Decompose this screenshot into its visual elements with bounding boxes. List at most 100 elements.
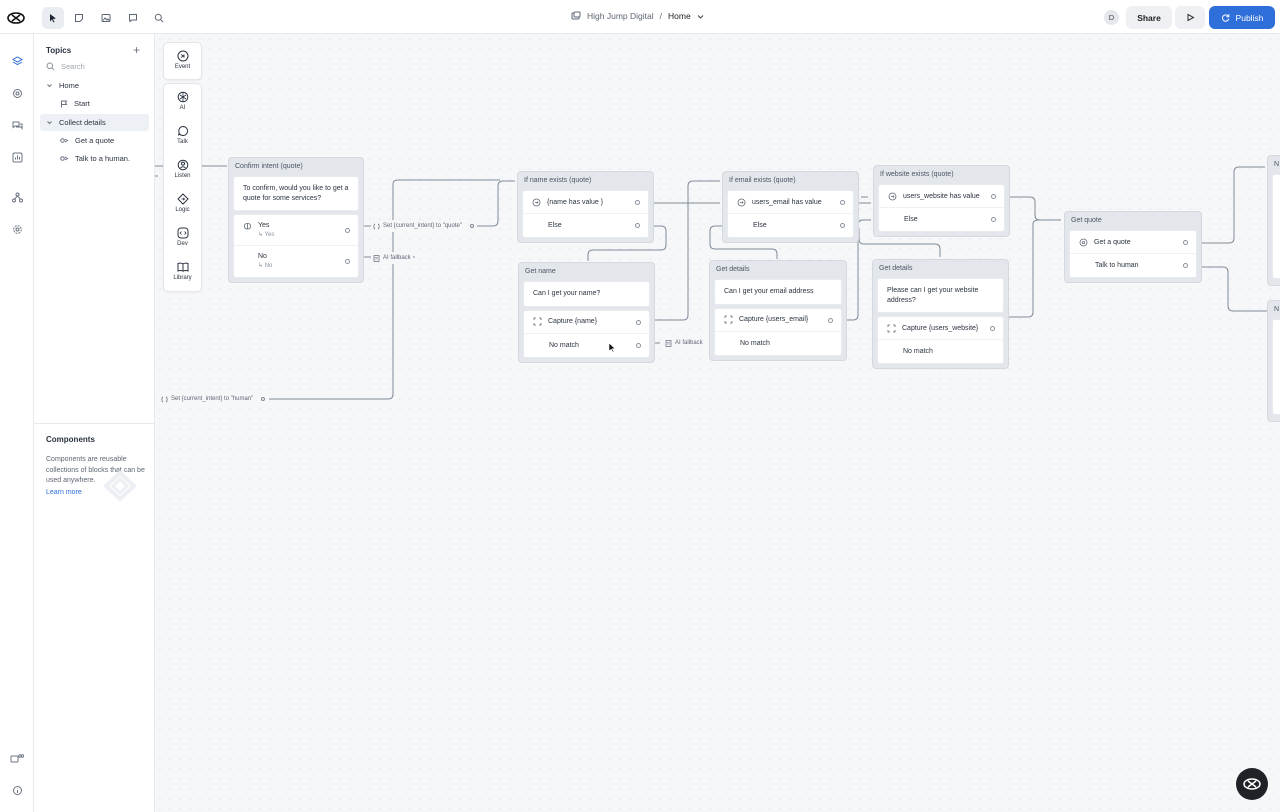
conversations-icon[interactable] xyxy=(9,117,25,133)
topic-search[interactable]: Search xyxy=(46,62,85,71)
output-port[interactable] xyxy=(261,397,266,401)
topics-sidebar: Topics + Search Home Start Collect detai… xyxy=(34,34,155,812)
event-icon xyxy=(177,50,188,62)
capture-row[interactable]: Capture {name} xyxy=(524,311,649,334)
node-get-quote[interactable]: Get quote Get a quote Talk to human xyxy=(1064,211,1202,283)
else-row[interactable]: Else xyxy=(879,208,1004,231)
no-match-row[interactable]: No match xyxy=(524,334,649,357)
node-get-email[interactable]: Get details Can I get your email address… xyxy=(709,260,847,361)
sidebar-item-get-a-quote[interactable]: Get a quote xyxy=(60,132,149,149)
output-port[interactable] xyxy=(828,317,833,323)
output-port[interactable] xyxy=(990,326,995,331)
variable-icon xyxy=(373,223,380,229)
node-confirm-intent[interactable]: Confirm intent (quote) To confirm, would… xyxy=(228,157,364,283)
talk-message[interactable]: Can I get your name? xyxy=(533,290,601,297)
node-get-name[interactable]: Get name Can I get your name? Capture {n… xyxy=(518,262,655,363)
output-port[interactable] xyxy=(636,342,641,348)
output-port[interactable] xyxy=(991,217,996,222)
capture-row[interactable]: Capture {users_website} xyxy=(878,317,1003,340)
offscreen-node-right-1[interactable]: N xyxy=(1267,155,1280,286)
else-row[interactable]: Else xyxy=(728,214,853,237)
output-port[interactable] xyxy=(635,200,640,205)
topics-title: Topics xyxy=(46,46,72,55)
condition-row[interactable]: users_email has value xyxy=(728,191,853,214)
intent-icon xyxy=(60,138,69,143)
output-port[interactable] xyxy=(840,200,845,205)
output-port[interactable] xyxy=(991,194,996,199)
output-port[interactable] xyxy=(469,224,474,228)
offscreen-node-right-2[interactable]: N xyxy=(1267,300,1280,422)
info-icon[interactable] xyxy=(9,782,25,798)
palette-event[interactable]: Event xyxy=(164,43,201,77)
add-topic-button[interactable]: + xyxy=(133,43,141,57)
condition-row[interactable]: {name has value } xyxy=(523,191,648,214)
integrations-icon[interactable] xyxy=(9,189,25,205)
sidebar-item-collect-details[interactable]: Collect details xyxy=(40,114,149,131)
node-if-email-exists[interactable]: If email exists (quote) users_email has … xyxy=(722,171,859,243)
node-if-website-exists[interactable]: If website exists (quote) users_website … xyxy=(873,165,1010,237)
settings-nav-icon[interactable] xyxy=(9,85,25,101)
condition-row[interactable]: users_website has value xyxy=(879,185,1004,208)
output-port[interactable] xyxy=(1183,263,1188,268)
run-button[interactable] xyxy=(1175,6,1205,29)
set-variable-human-label[interactable]: Set {current_intent} to "human" xyxy=(159,393,268,405)
output-port[interactable] xyxy=(635,223,640,228)
palette-ai[interactable]: AI xyxy=(164,84,201,118)
comment-tool-button[interactable] xyxy=(122,7,144,29)
condition-label: users_email has value xyxy=(752,198,822,206)
capture-label: Capture {name} xyxy=(548,318,598,325)
choice-get-a-quote[interactable]: Get a quote xyxy=(1070,231,1196,254)
updates-icon[interactable] xyxy=(9,750,25,766)
output-port[interactable] xyxy=(636,319,641,325)
choice-label: No xyxy=(258,253,267,260)
output-port[interactable] xyxy=(840,223,845,228)
sidebar-item-home[interactable]: Home xyxy=(46,77,149,94)
palette-logic[interactable]: Logic xyxy=(164,186,201,220)
choice-talk-to-human[interactable]: Talk to human xyxy=(1070,254,1196,277)
choice-no[interactable]: No↳ No xyxy=(234,246,358,277)
palette-listen[interactable]: Listen xyxy=(164,152,201,186)
set-variable-label[interactable]: Set {current_intent} to "quote" xyxy=(371,220,476,232)
gear-icon[interactable] xyxy=(9,221,25,237)
talk-message[interactable]: Can I get your email address xyxy=(724,288,814,295)
pointer-tool-button[interactable] xyxy=(42,7,64,29)
palette-library[interactable]: Library xyxy=(164,254,201,288)
sidebar-item-talk-to-human[interactable]: Talk to a human. xyxy=(60,150,149,167)
palette-label: Listen xyxy=(174,173,191,179)
output-port[interactable] xyxy=(345,259,350,264)
node-if-name-exists[interactable]: If name exists (quote) {name has value }… xyxy=(517,171,654,243)
project-name[interactable]: High Jump Digital xyxy=(587,11,654,21)
search-tool-button[interactable] xyxy=(148,7,170,29)
no-match-row[interactable]: No match xyxy=(715,332,841,355)
sidebar-item-label: Talk to a human. xyxy=(75,154,131,163)
no-match-row[interactable]: No match xyxy=(878,340,1003,363)
choice-label: Yes xyxy=(258,222,270,229)
assistant-chat-button[interactable] xyxy=(1236,768,1268,800)
ai-fallback-label[interactable]: AI fallback xyxy=(371,252,413,264)
talk-message[interactable]: To confirm, would you like to get a quot… xyxy=(243,185,349,202)
node-get-website[interactable]: Get details Please can I get your websit… xyxy=(872,259,1009,369)
output-port[interactable] xyxy=(345,228,350,233)
avatar[interactable]: D xyxy=(1104,10,1119,25)
choice-yes[interactable]: Yes↳ Yes xyxy=(234,215,358,246)
talk-message[interactable]: Please can I get your website address? xyxy=(887,287,979,304)
condition-label: {name has value } xyxy=(547,198,604,206)
layers-icon[interactable] xyxy=(9,53,25,69)
note-tool-button[interactable] xyxy=(68,7,90,29)
chevron-down-icon[interactable] xyxy=(697,13,704,20)
publish-button[interactable]: Publish xyxy=(1209,6,1275,29)
ai-fallback-label[interactable]: AI fallback xyxy=(663,337,705,349)
logo-icon[interactable] xyxy=(6,8,26,28)
analytics-icon[interactable] xyxy=(9,149,25,165)
image-tool-button[interactable] xyxy=(95,7,117,29)
output-port[interactable] xyxy=(1183,240,1188,245)
sidebar-item-start[interactable]: Start xyxy=(60,95,149,112)
else-row[interactable]: Else xyxy=(523,214,648,237)
flow-canvas[interactable]: Event AI Talk Listen Logic Dev Library xyxy=(155,34,1280,812)
learn-more-link[interactable]: Learn more xyxy=(46,489,82,496)
capture-row[interactable]: Capture {users_email} xyxy=(715,309,841,332)
palette-dev[interactable]: Dev xyxy=(164,220,201,254)
palette-talk[interactable]: Talk xyxy=(164,118,201,152)
share-button[interactable]: Share xyxy=(1126,6,1172,29)
current-page-selector[interactable]: Home xyxy=(668,11,691,21)
